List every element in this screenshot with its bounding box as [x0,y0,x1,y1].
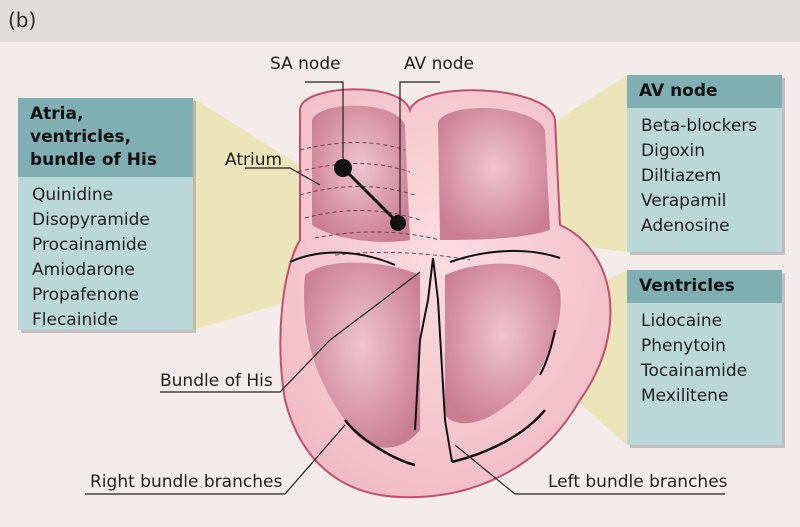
atria-box-title: Atria, ventricles, bundle of His [18,98,193,177]
atria-drug-list: Quinidine Disopyramide Procainamide Amio… [18,177,193,341]
left-ventricle-wall-line [539,329,556,376]
list-item: Verapamil [641,191,727,211]
left-bundle-branch-path [451,409,546,464]
list-item: Propafenone [32,285,140,305]
ventricles-drug-box: Ventricles Lidocaine Phenytoin Tocainami… [627,270,782,445]
atrium-label: Atrium [225,150,283,170]
list-item: Mexilitene [641,386,729,406]
list-item: Lidocaine [641,311,723,331]
list-item: Beta-blockers [641,116,758,136]
list-item: Phenytoin [641,336,726,356]
atrioventricular-boundary-right [289,251,396,266]
list-item: Flecainide [32,310,119,330]
av-node-drug-list: Beta-blockers Digoxin Diltiazem Verapami… [627,108,782,247]
list-item: Amiodarone [32,260,135,280]
list-item: Adenosine [641,216,730,236]
right-ventricle-chamber [304,262,420,448]
atria-ventricles-drug-box: Atria, ventricles, bundle of His Quinidi… [18,98,193,330]
right-atrium-chamber [312,105,410,242]
left-atrium-chamber [438,108,550,240]
leader-lines [85,81,725,495]
list-item: Digoxin [641,141,706,161]
list-item: Disopyramide [32,210,150,230]
panel-header-bar: (b) [0,0,800,42]
av-node-label: AV node [404,54,475,74]
ventricles-box-title: Ventricles [627,270,782,303]
bundle-of-his-path [414,257,434,431]
list-item: Procainamide [32,235,148,255]
left-ventricle-chamber [445,263,561,424]
right-bundle-branches-label: Right bundle branches [90,472,283,492]
left-bundle-branches-label: Left bundle branches [548,472,728,492]
left-bundle-path [432,257,453,463]
list-item: Tocainamide [641,361,748,381]
bundle-of-his-label: Bundle of His [160,371,273,391]
sa-av-connection [341,166,400,225]
right-bundle-branch-path [344,419,416,467]
ventricles-drug-list: Lidocaine Phenytoin Tocainamide Mexilite… [627,303,782,417]
sa-node-label: SA node [270,54,341,74]
av-node-dot [390,215,406,231]
panel-label: (b) [8,8,37,32]
av-node-box-title: AV node [627,75,782,108]
list-item: Quinidine [32,185,114,205]
atrioventricular-boundary-left [449,249,561,263]
sa-node-dot [334,159,352,177]
av-node-drug-box: AV node Beta-blockers Digoxin Diltiazem … [627,75,782,252]
list-item: Diltiazem [641,166,722,186]
